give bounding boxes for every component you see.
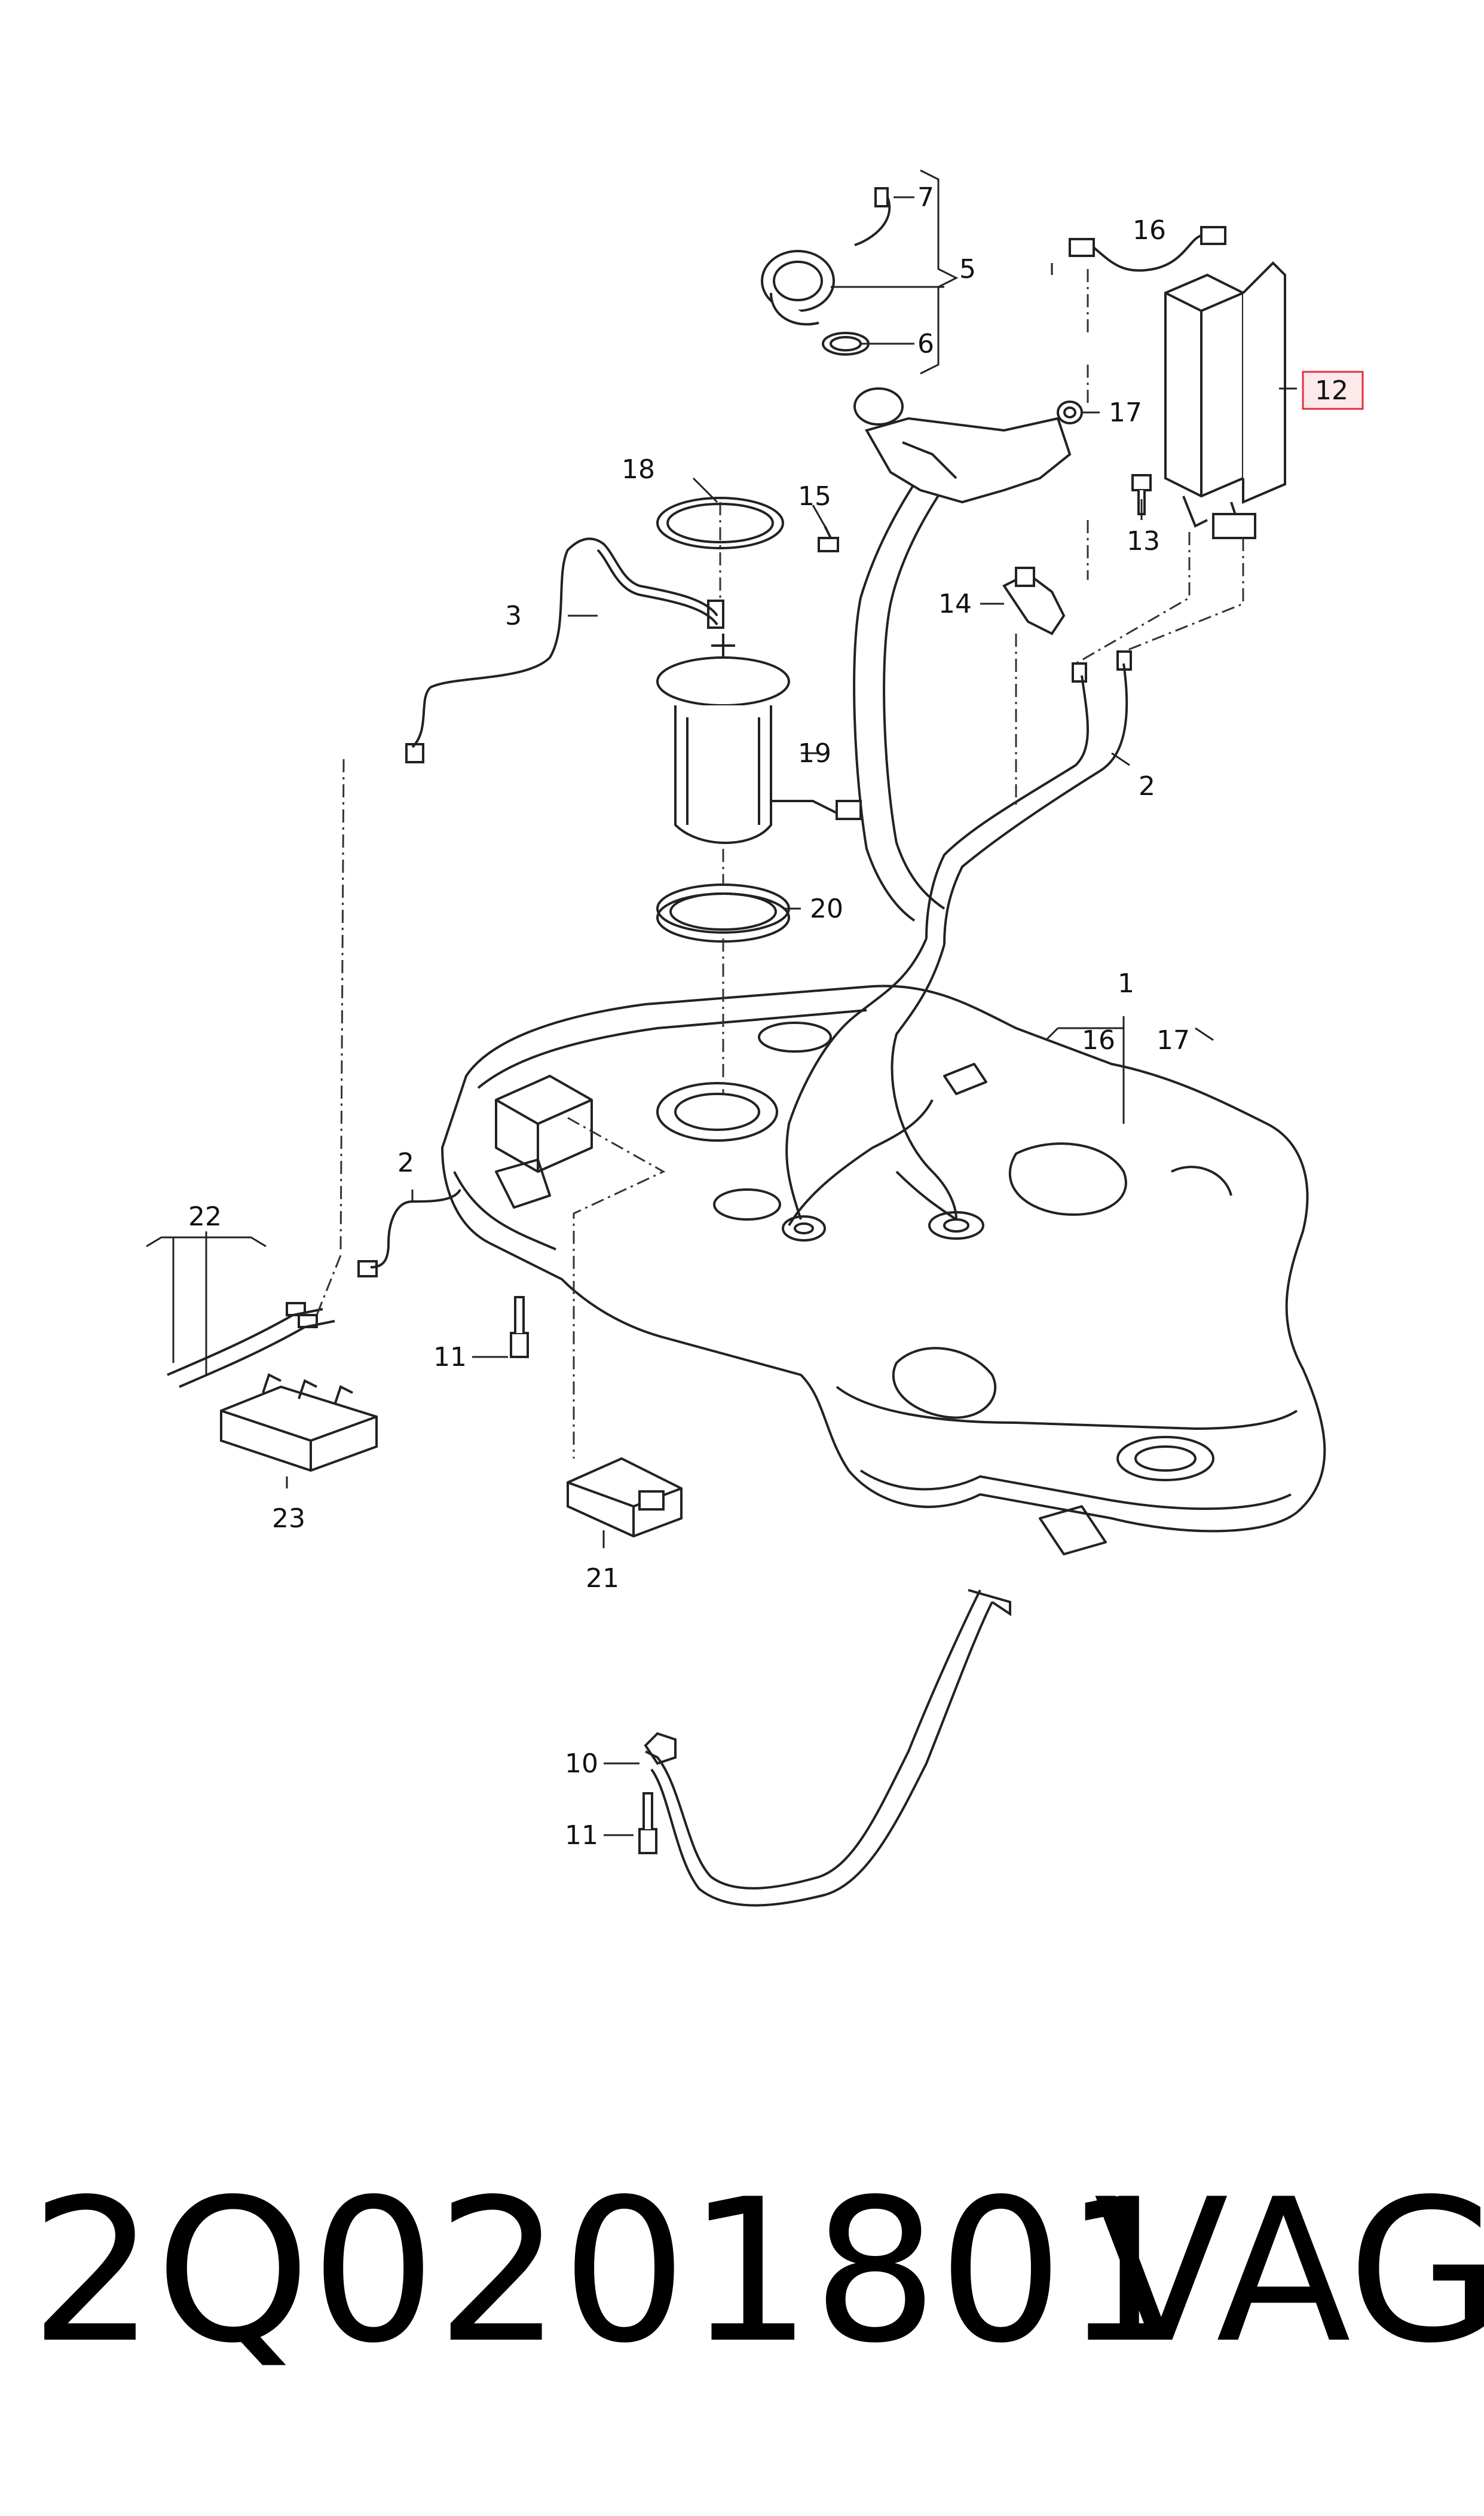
clip-14: [1002, 567, 1066, 635]
callout-11-upper: 11: [433, 1342, 467, 1372]
callout-1: 1: [1118, 968, 1134, 999]
tank-strap-10: [644, 1589, 1011, 1907]
callout-13: 13: [1127, 526, 1160, 557]
filler-neck-pipe: [853, 447, 963, 922]
connector-wire-16: [1069, 226, 1226, 272]
nut-17: [1057, 401, 1083, 424]
callout-16-tank: 16: [1082, 1025, 1115, 1056]
callout-2-upper: 2: [1139, 771, 1155, 802]
fuel-line-2-lower: [357, 1188, 461, 1277]
bolt-15: [818, 525, 839, 552]
filler-head-unit: [761, 187, 1072, 504]
vent-lines-2: [785, 650, 1132, 1220]
brand-caption: VAG: [1094, 2157, 1484, 2386]
callout-22: 22: [188, 1202, 222, 1232]
fuel-line-3: [405, 537, 724, 763]
sensor-21: [567, 1457, 683, 1538]
callout-16-connector: 16: [1133, 215, 1166, 246]
lock-ring-20: [656, 883, 790, 943]
callout-7: 7: [917, 182, 934, 213]
callout-10: 10: [565, 1748, 598, 1779]
callout-17-tank: 17: [1156, 1025, 1190, 1056]
highlight-frame-12: [1302, 371, 1364, 410]
callout-17-nut: 17: [1109, 398, 1142, 428]
bracket-23: [220, 1373, 378, 1472]
part-number-caption: 2Q0201801: [30, 2157, 1189, 2386]
callout-6: 6: [917, 329, 934, 359]
callout-11-lower: 11: [565, 1820, 598, 1851]
bolt-11-upper: [510, 1296, 529, 1358]
callout-21: 21: [586, 1563, 619, 1594]
fuel-pump-module: [656, 634, 862, 844]
leader-lines: [146, 169, 1297, 1836]
callout-23: 23: [272, 1503, 305, 1534]
fuel-tank-body: [441, 985, 1326, 1555]
callout-3: 3: [505, 601, 522, 631]
callout-5: 5: [959, 254, 976, 285]
callout-19: 19: [798, 738, 831, 769]
callout-12: 12: [1315, 375, 1348, 406]
charcoal-canister: [1164, 261, 1286, 540]
bolt-11-lower: [638, 1792, 657, 1854]
callout-2-lower: 2: [397, 1148, 414, 1178]
lines-22: [167, 1302, 335, 1388]
exploded-parts-diagram: 1 16 17 2 2 3 5 6 7 10 11 11 12 13 14 15…: [146, 169, 1364, 1907]
callout-20: 20: [810, 894, 843, 924]
callout-14: 14: [938, 589, 972, 619]
assembly-centerlines: [316, 269, 1244, 1459]
callout-15: 15: [798, 481, 831, 512]
callout-18: 18: [622, 454, 655, 485]
